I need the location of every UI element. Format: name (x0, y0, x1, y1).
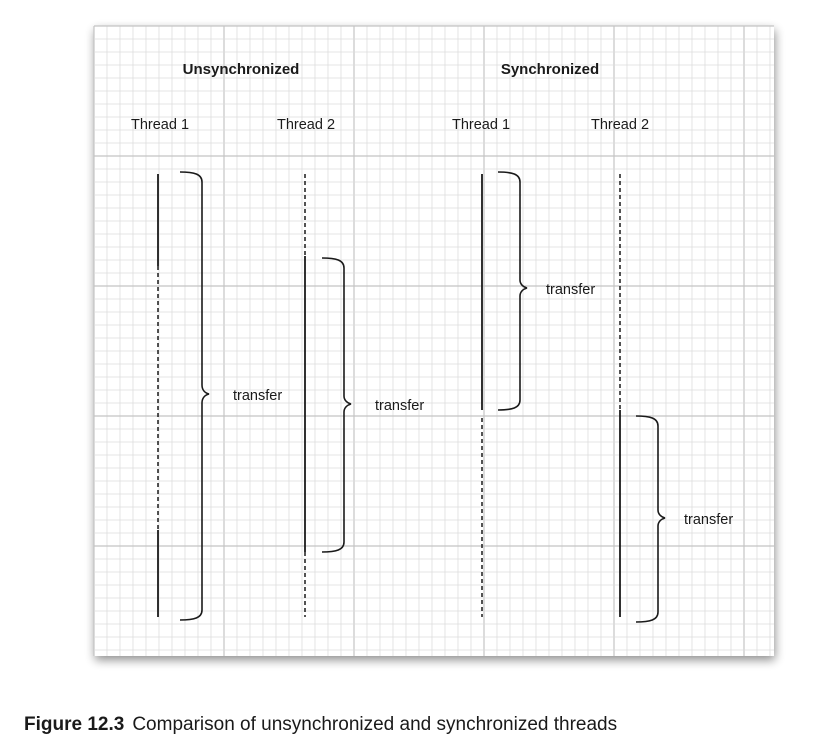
thread-label: Thread 1 (452, 117, 510, 133)
thread-label: Thread 2 (591, 117, 649, 133)
transfer-brace (179, 171, 210, 621)
panel-heading: Synchronized (501, 61, 599, 78)
transfer-brace (321, 257, 352, 553)
transfer-brace (635, 415, 666, 623)
grid-lines (93, 25, 774, 656)
transfer-label: transfer (546, 282, 595, 298)
transfer-label: transfer (233, 388, 282, 404)
figure-caption-text: Comparison of unsynchronized and synchro… (132, 714, 618, 735)
diagram-canvas: Unsynchronized Thread 1 Thread 2 transfe… (93, 25, 774, 656)
figure-number: Figure 12.3 (24, 714, 125, 735)
grid-paper (94, 26, 774, 656)
panel-synchronized: Synchronized Thread 1 Thread 2 transfer … (452, 61, 733, 623)
thread-label: Thread 2 (277, 117, 335, 133)
transfer-brace (497, 171, 528, 411)
thread-label: Thread 1 (131, 117, 189, 133)
transfer-label: transfer (375, 398, 424, 414)
panel-unsynchronized: Unsynchronized Thread 1 Thread 2 transfe… (131, 61, 424, 621)
thread-comparison-diagram: Unsynchronized Thread 1 Thread 2 transfe… (93, 25, 774, 656)
figure-caption: Figure 12.3 Comparison of unsynchronized … (24, 714, 804, 742)
transfer-label: transfer (684, 512, 733, 528)
panel-heading: Unsynchronized (183, 61, 300, 78)
